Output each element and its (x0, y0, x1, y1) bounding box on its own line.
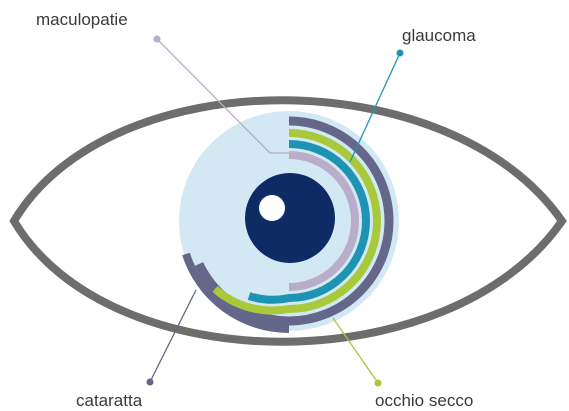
label-cataratta: cataratta (76, 392, 142, 409)
dot-occhio-secco (375, 380, 382, 387)
dot-cataratta (147, 379, 154, 386)
pupil (245, 173, 335, 263)
dot-maculopatie (154, 36, 161, 43)
dot-glaucoma (397, 50, 404, 57)
label-occhio-secco: occhio secco (375, 392, 473, 409)
label-maculopatie: maculopatie (36, 11, 128, 28)
pupil-highlight (259, 195, 285, 221)
label-glaucoma: glaucoma (402, 27, 476, 44)
leader-occhio-secco (333, 318, 382, 387)
leader-cataratta (147, 290, 197, 386)
